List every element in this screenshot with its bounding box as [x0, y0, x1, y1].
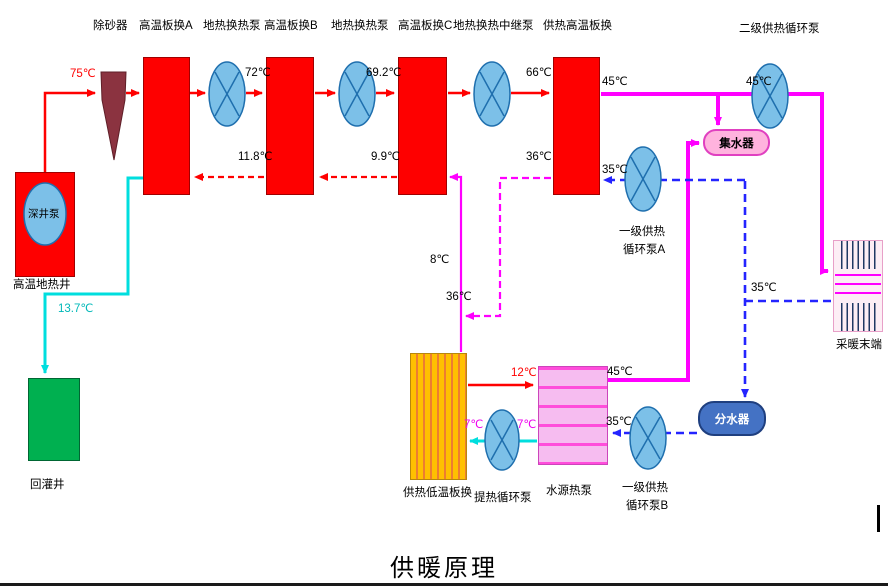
- radiator-fins-bottom: [837, 303, 879, 331]
- reinjection-well-box: [28, 378, 80, 461]
- temp-terminal-return-35: 35℃: [751, 282, 777, 294]
- primary-heating-pump-b: [629, 406, 667, 470]
- temp-after-hx-b: 69.2℃: [366, 67, 402, 79]
- sand-remover-label: 除砂器: [93, 20, 128, 32]
- heating-terminal-box: [833, 240, 883, 332]
- temp-hp-evap-in-12: 12℃: [511, 367, 537, 379]
- plate-exchanger-a: [143, 57, 190, 195]
- temp-hp-cond-out-45: 45℃: [607, 366, 633, 378]
- temp-well-outlet: 75℃: [70, 68, 96, 80]
- water-collector-label: 集水器: [719, 137, 754, 150]
- water-distributor: 分水器: [698, 401, 766, 436]
- supply-hx-label: 供热高温板换: [543, 20, 612, 32]
- sand-remover-funnel: [100, 71, 127, 161]
- relay-pump-label: 地热换热中继泵: [453, 20, 534, 32]
- geothermal-well-box: [15, 172, 75, 277]
- pipe-well-to-sand-remover: [43, 89, 96, 172]
- bottom-border-line: [0, 583, 888, 586]
- hx-a-label: 高温板换A: [139, 20, 193, 32]
- temp-low-hx-feed-36: 36℃: [446, 291, 472, 303]
- geo-well-label: 高温地热井: [13, 279, 71, 291]
- plate-exchanger-c: [398, 57, 447, 195]
- feed-36c-pipes: [465, 176, 551, 320]
- temp-return-before-b: 9.9℃: [371, 151, 400, 163]
- temp-after-hx-c: 66℃: [526, 67, 552, 79]
- water-source-hp-label: 水源热泵: [546, 485, 592, 497]
- water-collector: 集水器: [703, 129, 770, 156]
- temp-hp-cond-in-35: 35℃: [606, 416, 632, 428]
- diagram-title: 供暖原理: [390, 554, 498, 582]
- radiator-fins-top: [837, 241, 879, 269]
- low-temp-link-pipes: [449, 173, 463, 352]
- primary-pump-b-label-1: 一级供热: [622, 482, 668, 494]
- heating-return-pipes: [603, 176, 831, 437]
- temp-after-hx-a: 72℃: [245, 67, 271, 79]
- deep-well-pump-label: 深井泵: [28, 208, 60, 220]
- temp-supply-hx-inlet-35: 35℃: [602, 164, 628, 176]
- plate-exchanger-b: [266, 57, 314, 195]
- geo-pump-2-label: 地热换热泵: [331, 20, 389, 32]
- geo-relay-pump: [473, 61, 511, 127]
- geo-pump-1-label: 地热换热泵: [203, 20, 261, 32]
- heating-terminal-label: 采暖末端: [836, 339, 882, 351]
- water-distributor-label: 分水器: [714, 413, 750, 426]
- heat-extraction-pump: [484, 409, 520, 471]
- temp-supply-hx-outlet: 45℃: [602, 76, 628, 88]
- extract-pump-label: 提热循环泵: [474, 492, 532, 504]
- primary-heating-pump-a: [624, 146, 662, 212]
- text-cursor-artifact: [877, 505, 880, 532]
- secondary-pump-label: 二级供热循环泵: [739, 23, 820, 35]
- pipe-supplyhx-to-lowhx-36c: [465, 176, 551, 320]
- secondary-heating-pump: [751, 63, 789, 129]
- radiator-core-lines: [835, 272, 881, 301]
- temp-reinjection: 13.7℃: [58, 303, 94, 315]
- pipe-heatpump-to-collector-45c: [608, 139, 700, 382]
- temp-hp-evap-out-7: 7℃: [517, 419, 537, 431]
- geo-exchange-pump-1: [208, 61, 246, 127]
- temp-secondary-pump-in: 45℃: [746, 76, 772, 88]
- temp-low-hx-in-7: 7℃: [464, 419, 484, 431]
- hx-c-label: 高温板换C: [398, 20, 453, 32]
- primary-pump-b-label-2: 循环泵B: [626, 500, 669, 512]
- pipe-lowhx-to-hx-c-8c: [449, 173, 463, 352]
- hx-b-label: 高温板换B: [264, 20, 318, 32]
- supply-low-temp-exchanger: [410, 353, 467, 480]
- primary-pump-a-label-2: 循环泵A: [623, 244, 666, 256]
- supply-high-temp-exchanger: [553, 57, 600, 195]
- pipe-secondary-pump-to-terminal: [788, 92, 829, 275]
- temp-supply-hx-return-36: 36℃: [526, 151, 552, 163]
- temp-low-hx-outlet-8: 8℃: [430, 254, 450, 266]
- water-source-heat-pump-box: [538, 366, 608, 465]
- primary-pump-a-label-1: 一级供热: [619, 226, 665, 238]
- temp-return-before-a: 11.8℃: [238, 151, 273, 163]
- reinjection-well-label: 回灌井: [30, 479, 65, 491]
- low-hx-label: 供热低温板换: [403, 487, 472, 499]
